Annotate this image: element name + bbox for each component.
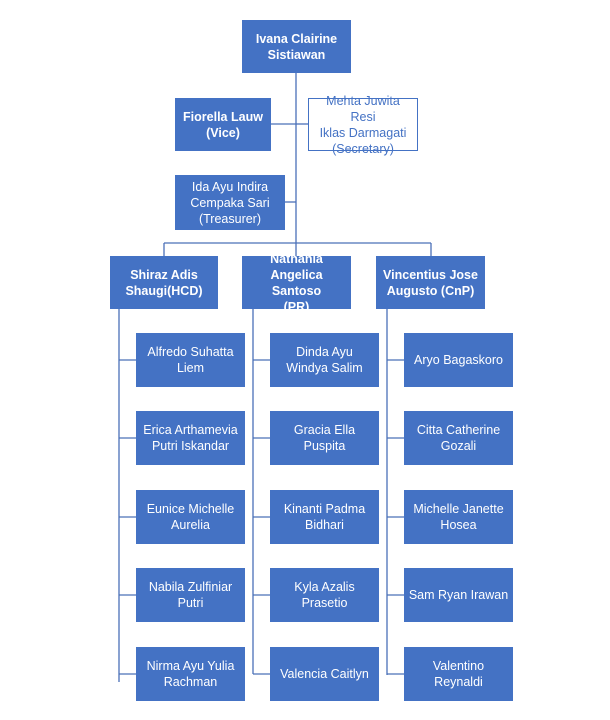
node-line: Prasetio — [301, 596, 348, 610]
node-line: Hosea — [440, 518, 477, 532]
member-node: Valencia Caitlyn — [270, 647, 379, 701]
division-head-hcd: Shiraz Adis Shaugi(HCD) — [110, 256, 218, 309]
node-line: Sistiawan — [267, 47, 326, 62]
node-line: Alfredo Suhatta — [147, 345, 234, 359]
node-line: Augusto (CnP) — [386, 283, 475, 298]
node-line: (Treasurer) — [198, 211, 262, 226]
node-line: Nirma Ayu Yulia — [146, 659, 235, 673]
member-node: Kinanti Padma Bidhari — [270, 490, 379, 544]
node-line: Rachman — [163, 675, 218, 689]
node-line: Angelica Santoso — [270, 267, 323, 298]
node-line: Putri Iskandar — [151, 439, 230, 453]
node-line: Eunice Michelle — [146, 502, 235, 516]
node-line: Fiorella Lauw — [183, 109, 263, 124]
division-head-pr: Nathania Angelica Santoso (PR) — [242, 252, 351, 314]
member-node: Nabila Zulfiniar Putri — [136, 568, 245, 622]
root-node: Ivana Clairine Sistiawan — [242, 20, 351, 73]
node-line: Sam Ryan Irawan — [408, 588, 509, 602]
node-line: Aryo Bagaskoro — [414, 353, 503, 367]
member-node: Alfredo Suhatta Liem — [136, 333, 245, 387]
node-line: Valencia Caitlyn — [280, 667, 369, 681]
node-line: Dinda Ayu — [296, 345, 353, 359]
node-line: Mehta Juwita Resi — [326, 93, 400, 124]
node-line: Gozali — [440, 439, 477, 453]
node-line: Ida Ayu Indira — [191, 179, 269, 194]
member-node: Valentino Reynaldi — [404, 647, 513, 701]
node-line: Shaugi(HCD) — [125, 283, 203, 298]
node-line: Kyla Azalis — [294, 580, 355, 594]
node-line: Gracia Ella — [293, 423, 356, 437]
node-line: Aurelia — [171, 518, 210, 532]
node-line: Kinanti Padma — [283, 502, 366, 516]
node-line: Cempaka Sari — [190, 195, 270, 210]
member-node: Aryo Bagaskoro — [404, 333, 513, 387]
node-line: (PR) — [283, 299, 310, 314]
node-line: Putri — [177, 596, 204, 610]
member-node: Kyla Azalis Prasetio — [270, 568, 379, 622]
node-line: Vincentius Jose — [383, 267, 478, 282]
member-node: Citta Catherine Gozali — [404, 411, 513, 465]
treasurer-node: Ida Ayu Indira Cempaka Sari (Treasurer) — [175, 175, 285, 230]
division-head-cnp: Vincentius Jose Augusto (CnP) — [376, 256, 485, 309]
member-node: Nirma Ayu Yulia Rachman — [136, 647, 245, 701]
node-line: Shiraz Adis — [130, 267, 198, 282]
node-line: Michelle Janette — [413, 502, 504, 516]
member-node: Gracia Ella Puspita — [270, 411, 379, 465]
node-line: Ivana Clairine — [255, 31, 338, 46]
node-line: Nabila Zulfiniar — [148, 580, 233, 594]
node-line: Nathania — [270, 251, 323, 266]
node-line: Iklas Darmagati — [319, 125, 407, 140]
node-line: Citta Catherine — [416, 423, 501, 437]
node-line: Valentino — [432, 659, 485, 673]
vice-node: Fiorella Lauw (Vice) — [175, 98, 271, 151]
node-line: Reynaldi — [434, 675, 483, 689]
node-line: (Secretary) — [332, 141, 394, 156]
member-node: Sam Ryan Irawan — [404, 568, 513, 622]
node-line: Windya Salim — [286, 361, 363, 375]
secretary-node: Mehta Juwita Resi Iklas Darmagati (Secre… — [308, 94, 418, 156]
member-node: Michelle Janette Hosea — [404, 490, 513, 544]
node-line: Bidhari — [305, 518, 344, 532]
node-line: Liem — [176, 361, 205, 375]
member-node: Dinda Ayu Windya Salim — [270, 333, 379, 387]
member-node: Erica Arthamevia Putri Iskandar — [136, 411, 245, 465]
node-line: Puspita — [303, 439, 346, 453]
member-node: Eunice Michelle Aurelia — [136, 490, 245, 544]
node-line: Erica Arthamevia — [143, 423, 238, 437]
node-line: (Vice) — [206, 125, 240, 140]
